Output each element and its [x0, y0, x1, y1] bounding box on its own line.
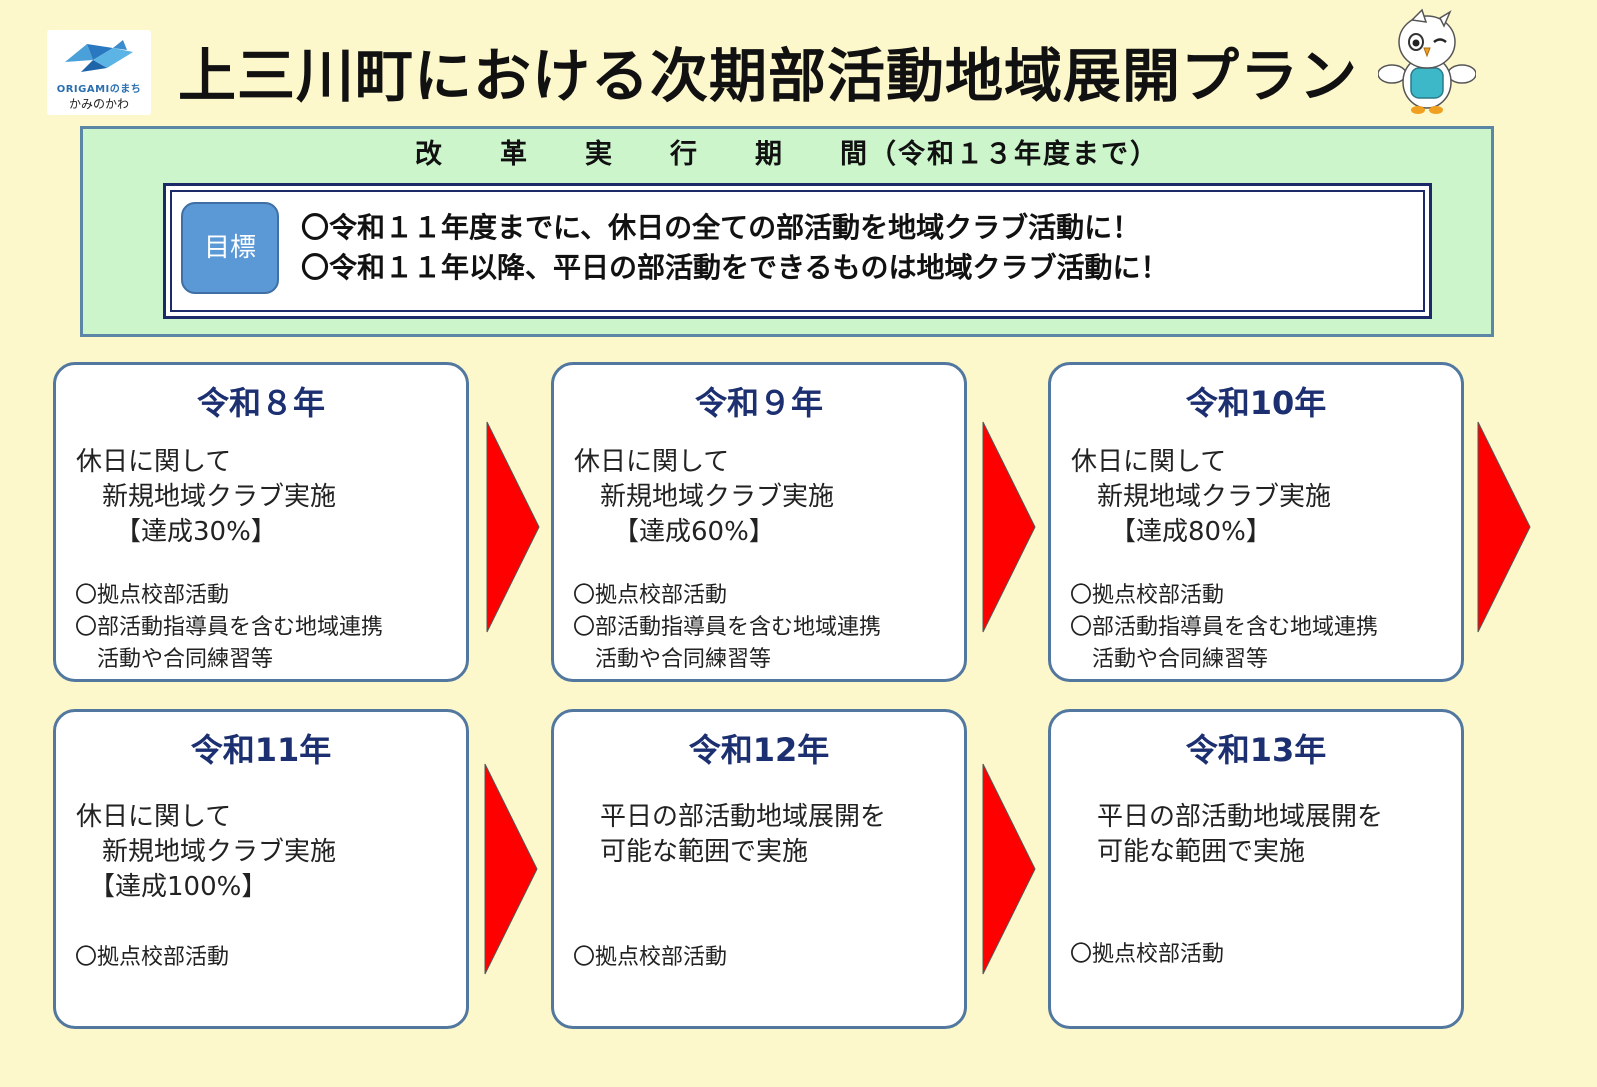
arrow-right-icon	[982, 763, 1036, 975]
goal-item: 〇令和１１年度までに、休日の全ての部活動を地域クラブ活動に！	[301, 211, 1141, 244]
origami-crane-icon	[65, 40, 133, 72]
year-card-title: 令和10年	[1185, 384, 1327, 422]
year-card-body: 平日の部活動地域展開を 可能な範囲で実施	[600, 802, 887, 867]
year-card-title: 令和８年	[196, 384, 325, 422]
year-card-notes: 〇拠点校部活動	[75, 945, 230, 970]
reform-period-label: 改革実行期間（令和１３年度まで）	[83, 137, 1491, 173]
year-card-title: 令和11年	[190, 731, 332, 769]
year-card-body: 休日に関して 新規地域クラブ実施 【達成30%】	[76, 447, 337, 547]
arrow-right-icon	[982, 421, 1036, 633]
arrow-right-icon	[1477, 421, 1531, 633]
reform-period-label-spaced: 改革実行期	[415, 139, 840, 170]
town-logo: ORIGAMIのまち かみのかわ	[47, 30, 151, 115]
year-card-body: 平日の部活動地域展開を 可能な範囲で実施	[1097, 802, 1384, 867]
arrow-right-icon	[484, 763, 538, 975]
year-card-notes: 〇拠点校部活動	[1070, 942, 1225, 967]
reform-period-panel: 改革実行期間（令和１３年度まで） 目標 〇令和１１年度までに、休日の全ての部活動…	[80, 126, 1494, 337]
year-card-body: 休日に関して 新規地域クラブ実施 【達成100%】	[76, 802, 337, 902]
year-card-title: 令和13年	[1185, 731, 1327, 769]
logo-text-origami: ORIGAMIのまち	[56, 84, 142, 95]
goal-badge: 目標	[181, 202, 279, 294]
goal-item: 〇令和１１年以降、平日の部活動をできるものは地域クラブ活動に！	[301, 251, 1169, 284]
year-card-notes: 〇拠点校部活動 〇部活動指導員を含む地域連携 活動や合同練習等	[573, 583, 882, 672]
goal-list: 〇令和１１年度までに、休日の全ての部活動を地域クラブ活動に！ 〇令和１１年以降、…	[301, 208, 1411, 288]
year-card-notes: 〇拠点校部活動 〇部活動指導員を含む地域連携 活動や合同練習等	[75, 583, 384, 672]
year-card-notes: 〇拠点校部活動 〇部活動指導員を含む地域連携 活動や合同練習等	[1070, 583, 1379, 672]
year-card-r11: 令和11年 休日に関して 新規地域クラブ実施 【達成100%】 〇拠点校部活動	[53, 709, 469, 1029]
arrow-right-icon	[486, 421, 540, 633]
year-card-body: 休日に関して 新規地域クラブ実施 【達成60%】	[574, 447, 835, 547]
logo-text-town: かみのかわ	[68, 97, 129, 111]
goal-frame: 目標 〇令和１１年度までに、休日の全ての部活動を地域クラブ活動に！ 〇令和１１年…	[163, 183, 1432, 319]
year-card-r8: 令和８年 休日に関して 新規地域クラブ実施 【達成30%】 〇拠点校部活動 〇部…	[53, 362, 469, 682]
page-title: 上三川町における次期部活動地域展開プラン	[178, 42, 1359, 110]
year-card-notes: 〇拠点校部活動	[573, 945, 728, 970]
year-card-r10: 令和10年 休日に関して 新規地域クラブ実施 【達成80%】 〇拠点校部活動 〇…	[1048, 362, 1464, 682]
mascot-owl-icon	[1378, 8, 1476, 114]
year-card-title: 令和12年	[688, 731, 830, 769]
year-card-r9: 令和９年 休日に関して 新規地域クラブ実施 【達成60%】 〇拠点校部活動 〇部…	[551, 362, 967, 682]
year-card-title: 令和９年	[694, 384, 823, 422]
reform-period-label-rest: 間（令和１３年度まで）	[840, 139, 1159, 170]
year-card-r13: 令和13年 平日の部活動地域展開を 可能な範囲で実施 〇拠点校部活動	[1048, 709, 1464, 1029]
year-card-body: 休日に関して 新規地域クラブ実施 【達成80%】	[1071, 447, 1332, 547]
year-card-r12: 令和12年 平日の部活動地域展開を 可能な範囲で実施 〇拠点校部活動	[551, 709, 967, 1029]
